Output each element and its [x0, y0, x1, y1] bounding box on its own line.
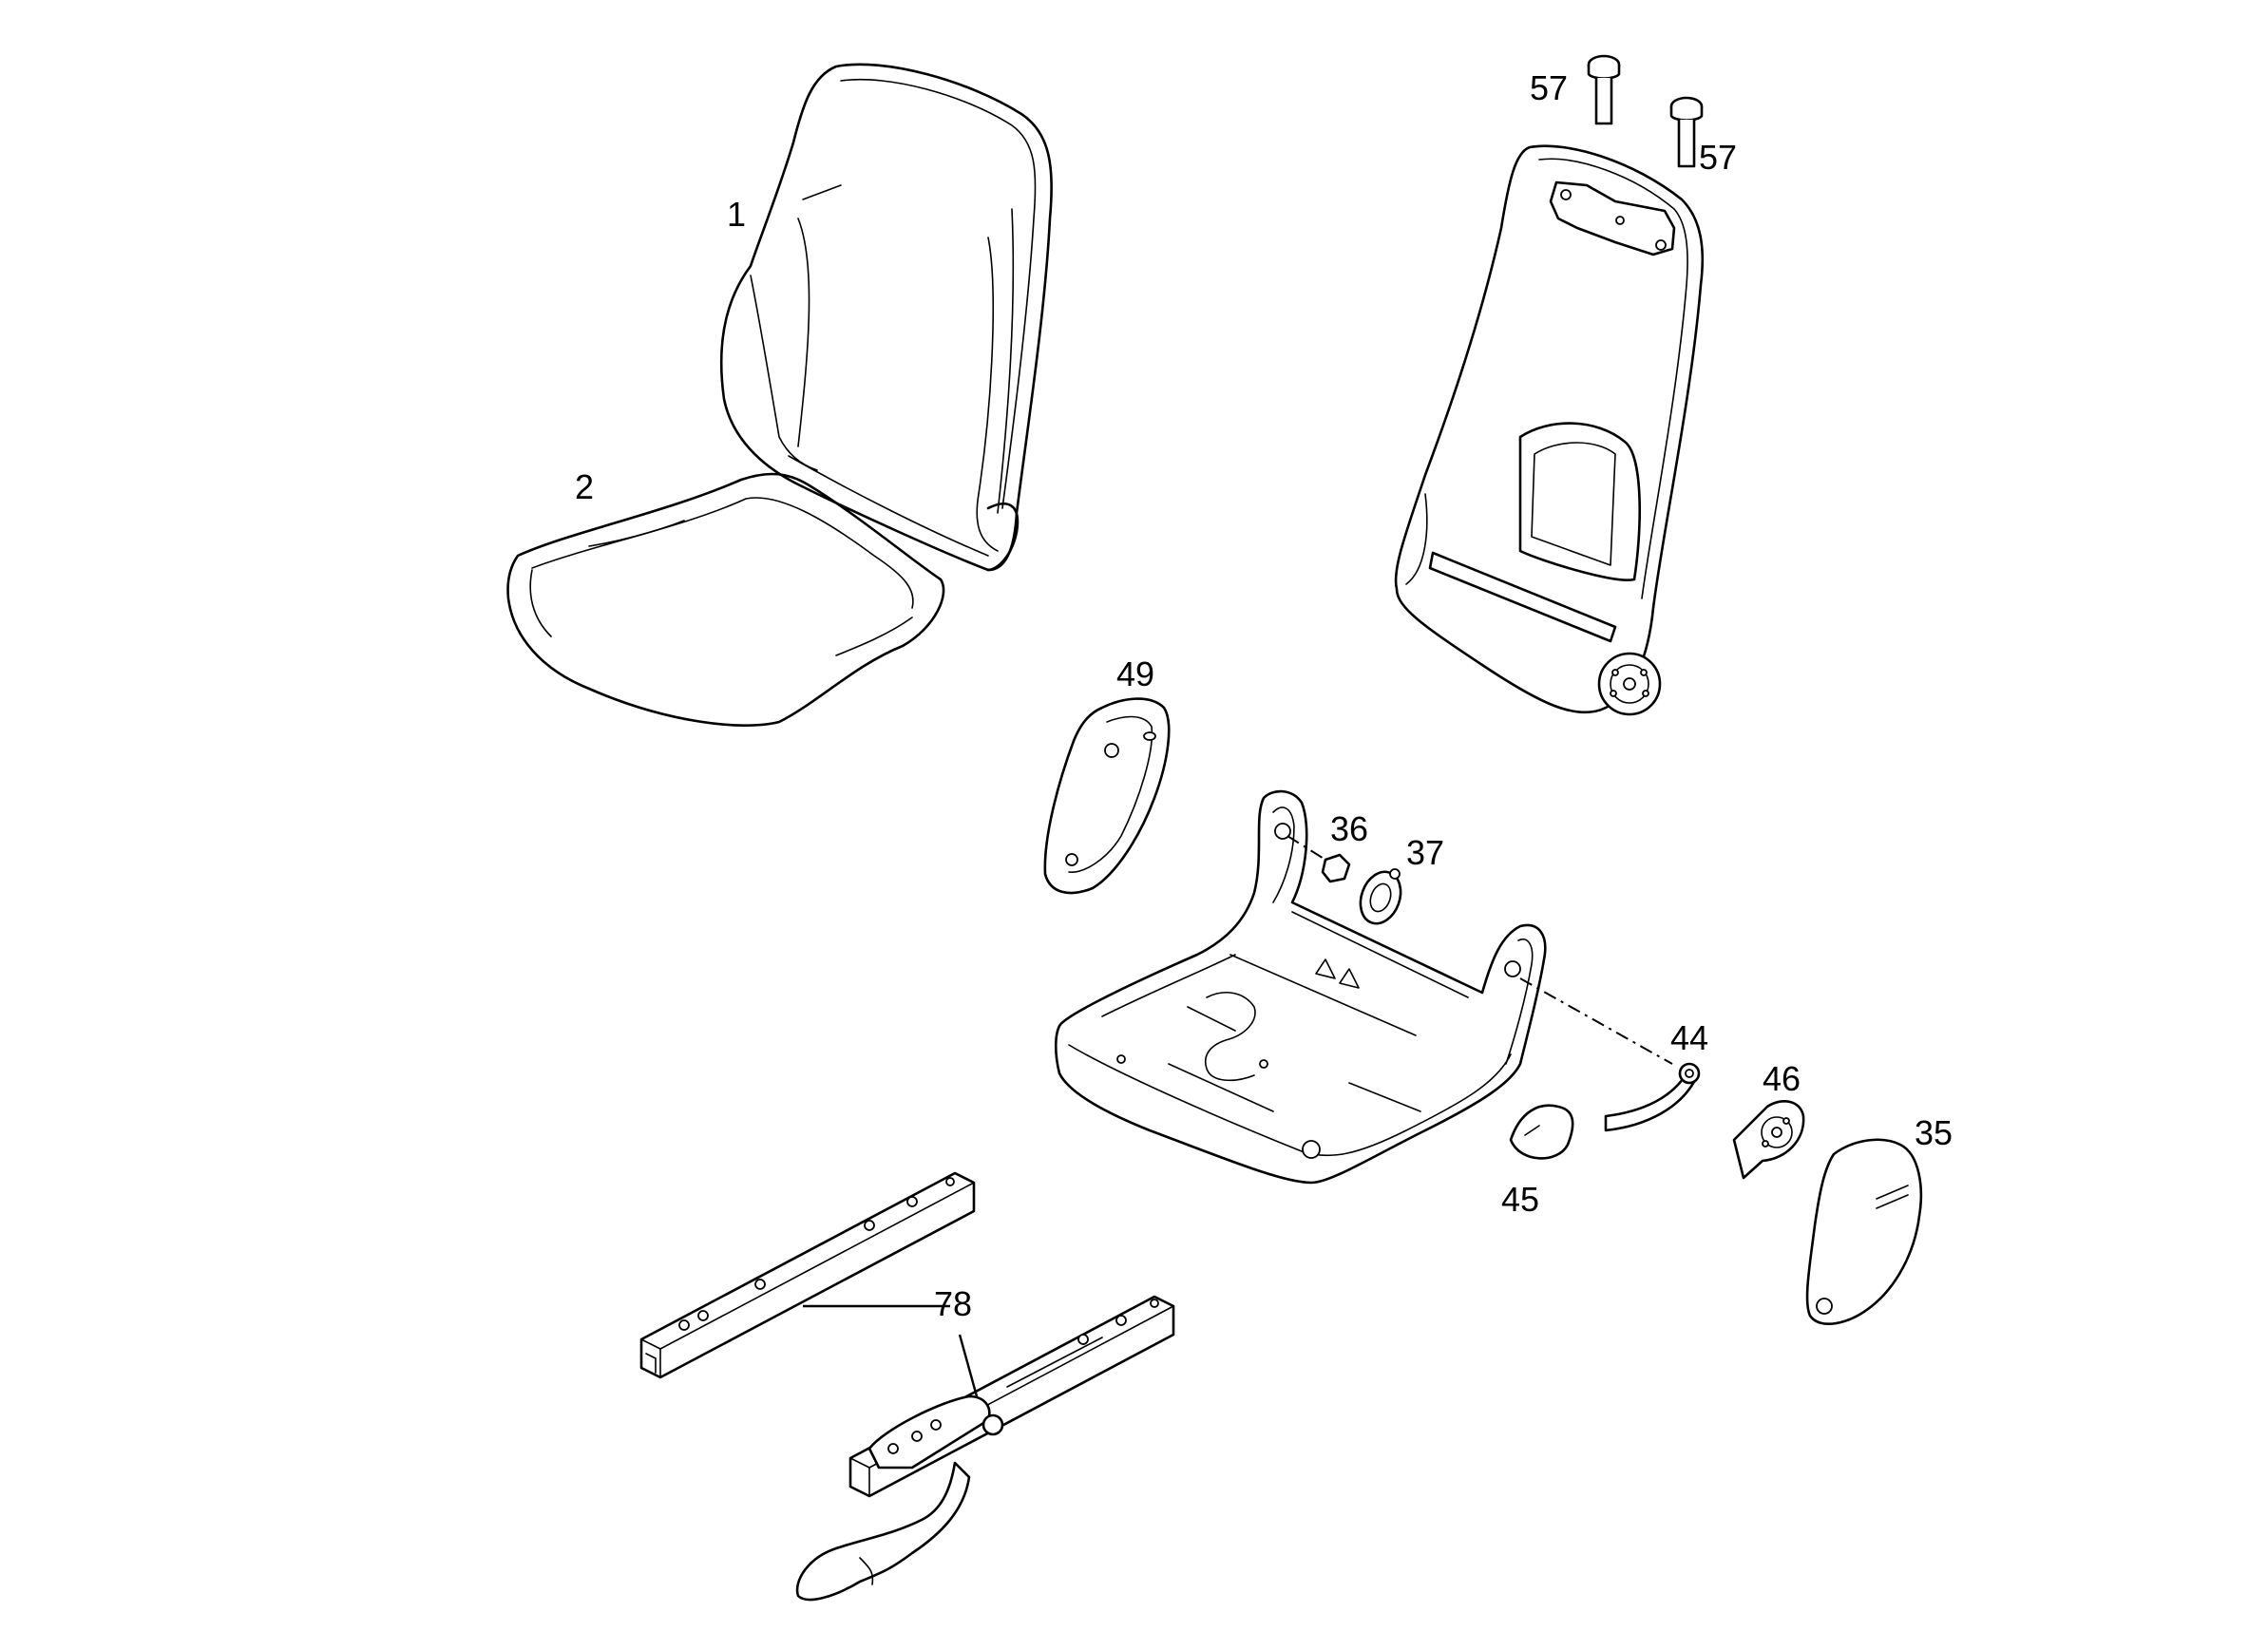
seat-base-frame [1054, 789, 1547, 1185]
callout-46: 46 [1763, 1059, 1801, 1098]
callout-37: 37 [1406, 833, 1444, 872]
alignment-line-upper [1286, 835, 1326, 861]
part-1-backrest-cover [719, 63, 1053, 572]
callout-labels: 1 2 57 57 49 36 37 44 46 45 35 78 [575, 68, 1953, 1323]
part-57-bolt-left [1587, 54, 1621, 125]
alignment-line-lower [1519, 977, 1673, 1065]
callout-45: 45 [1501, 1180, 1539, 1219]
callout-78: 78 [934, 1284, 972, 1323]
callout-57-right: 57 [1699, 138, 1737, 177]
backrest-frame [1394, 144, 1705, 716]
leader-lines [803, 1304, 979, 1397]
part-2-seat-cushion-cover [506, 472, 945, 727]
part-37-washer [1359, 868, 1402, 925]
callout-57-left: 57 [1530, 68, 1568, 107]
part-57-bolt-right [1669, 96, 1704, 168]
part-44-lever-arm [1604, 1062, 1701, 1132]
part-78-rail-lower [795, 1295, 1175, 1602]
part-46-recliner-plate [1732, 1099, 1805, 1180]
part-49-left-side-trim [1043, 697, 1171, 895]
part-35-right-side-trim [1805, 1138, 1923, 1325]
callout-2: 2 [575, 467, 594, 506]
callout-44: 44 [1670, 1018, 1708, 1057]
part-78-rail-upper [639, 1171, 976, 1379]
part-45-pivot-cover [1509, 1104, 1574, 1160]
callout-36: 36 [1330, 809, 1368, 848]
callout-49: 49 [1116, 654, 1154, 693]
part-36-clip [1321, 853, 1351, 883]
callout-35: 35 [1915, 1113, 1953, 1152]
callout-1: 1 [727, 195, 746, 234]
